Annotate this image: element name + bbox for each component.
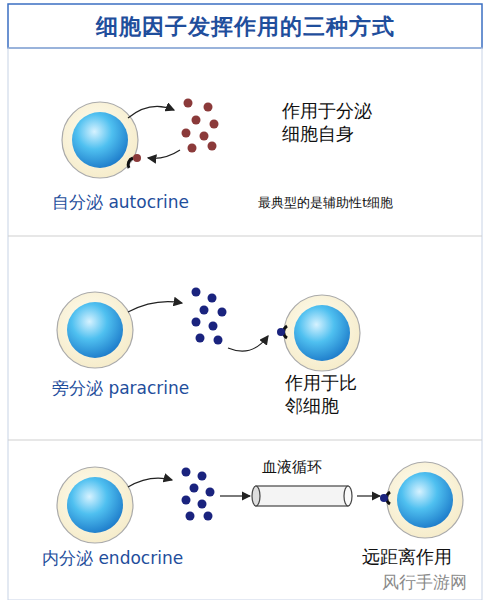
description-text: 远距离作用 (362, 546, 452, 569)
note-text: 最典型的是辅助性t细胞 (258, 195, 393, 211)
description-text: 作用于分泌细胞自身 (282, 100, 377, 145)
diagram-title: 细胞因子发挥作用的三种方式 (0, 12, 490, 42)
tube-label: 血液循环 (262, 458, 322, 477)
section-name: 旁分泌 paracrine (52, 378, 189, 399)
description-text: 作用于比邻细胞 (285, 372, 362, 417)
section-name: 自分泌 autocrine (52, 192, 189, 213)
watermark: 风行手游网 (382, 572, 467, 593)
section-name: 内分泌 endocrine (42, 548, 183, 569)
